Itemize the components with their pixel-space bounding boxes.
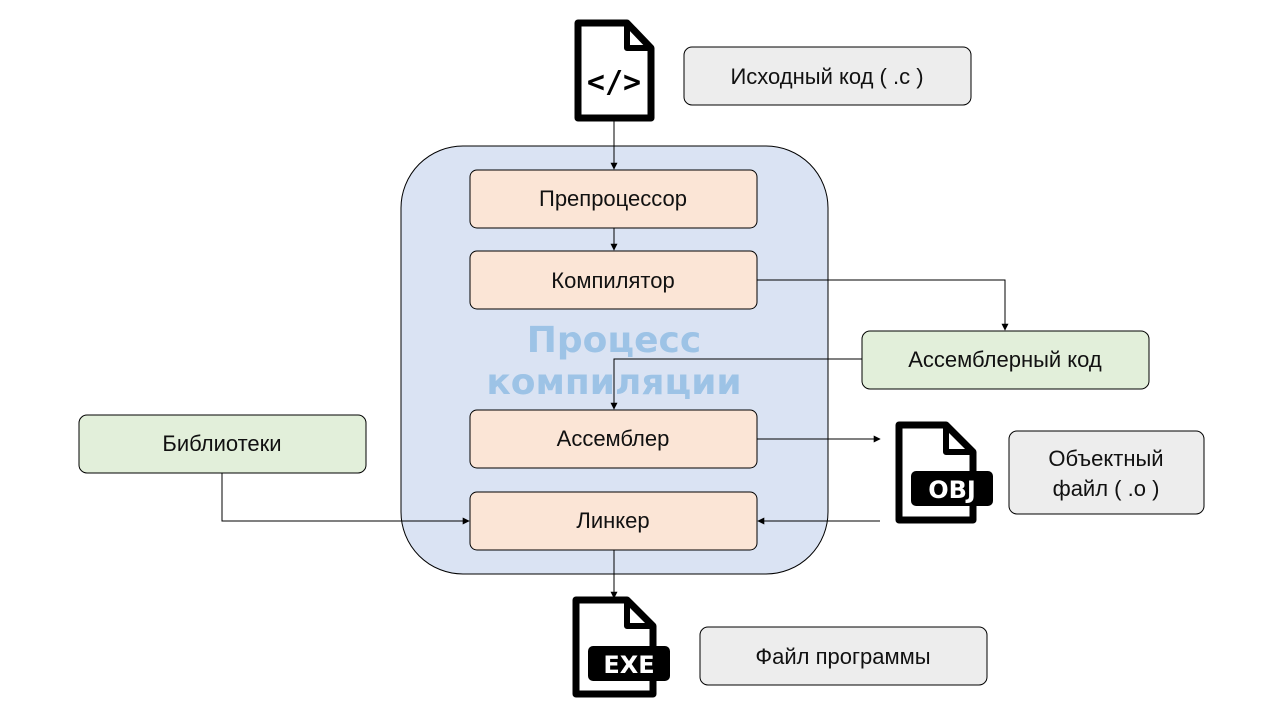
stage-linker: Линкер [469, 491, 758, 551]
program-file-label: Файл программы [755, 644, 930, 669]
process-title-line-1: Процесс [527, 320, 701, 361]
exe-file-icon: EXE [572, 596, 670, 698]
obj-file-icon: OBJ [895, 421, 993, 524]
obj-badge-text: OBJ [928, 476, 976, 504]
arrow-libraries-to-linker [221, 473, 470, 525]
object-file-label-line-2: файл ( .o ) [1053, 476, 1160, 501]
code-glyph: </> [587, 65, 641, 100]
arrow-compiler-to-assembly-code [757, 279, 1009, 331]
arrow-assembly-code-to-assembler [610, 358, 862, 410]
exe-badge-text: EXE [603, 651, 654, 679]
stage-preprocessor-label: Препроцессор [539, 186, 687, 211]
stage-assembler-label: Ассемблер [557, 426, 670, 451]
assembly-code-box: Ассемблерный код [861, 330, 1150, 390]
object-file-label-line-1: Объектный [1048, 446, 1163, 471]
libraries-label: Библиотеки [162, 431, 281, 456]
stage-assembler: Ассемблер [469, 409, 758, 469]
stage-compiler-label: Компилятор [551, 268, 674, 293]
assembly-code-label: Ассемблерный код [908, 347, 1102, 372]
object-file-label-box: Объектный файл ( .o ) [1008, 430, 1205, 515]
source-code-label: Исходный код ( .c ) [730, 64, 923, 89]
libraries-box: Библиотеки [78, 414, 367, 474]
stage-compiler: Компилятор [469, 250, 758, 310]
stage-linker-label: Линкер [576, 508, 649, 533]
code-file-icon: </> [574, 19, 655, 122]
stage-preprocessor: Препроцессор [469, 169, 758, 229]
program-file-label-box: Файл программы [699, 626, 988, 686]
source-code-label-box: Исходный код ( .c ) [683, 46, 972, 106]
